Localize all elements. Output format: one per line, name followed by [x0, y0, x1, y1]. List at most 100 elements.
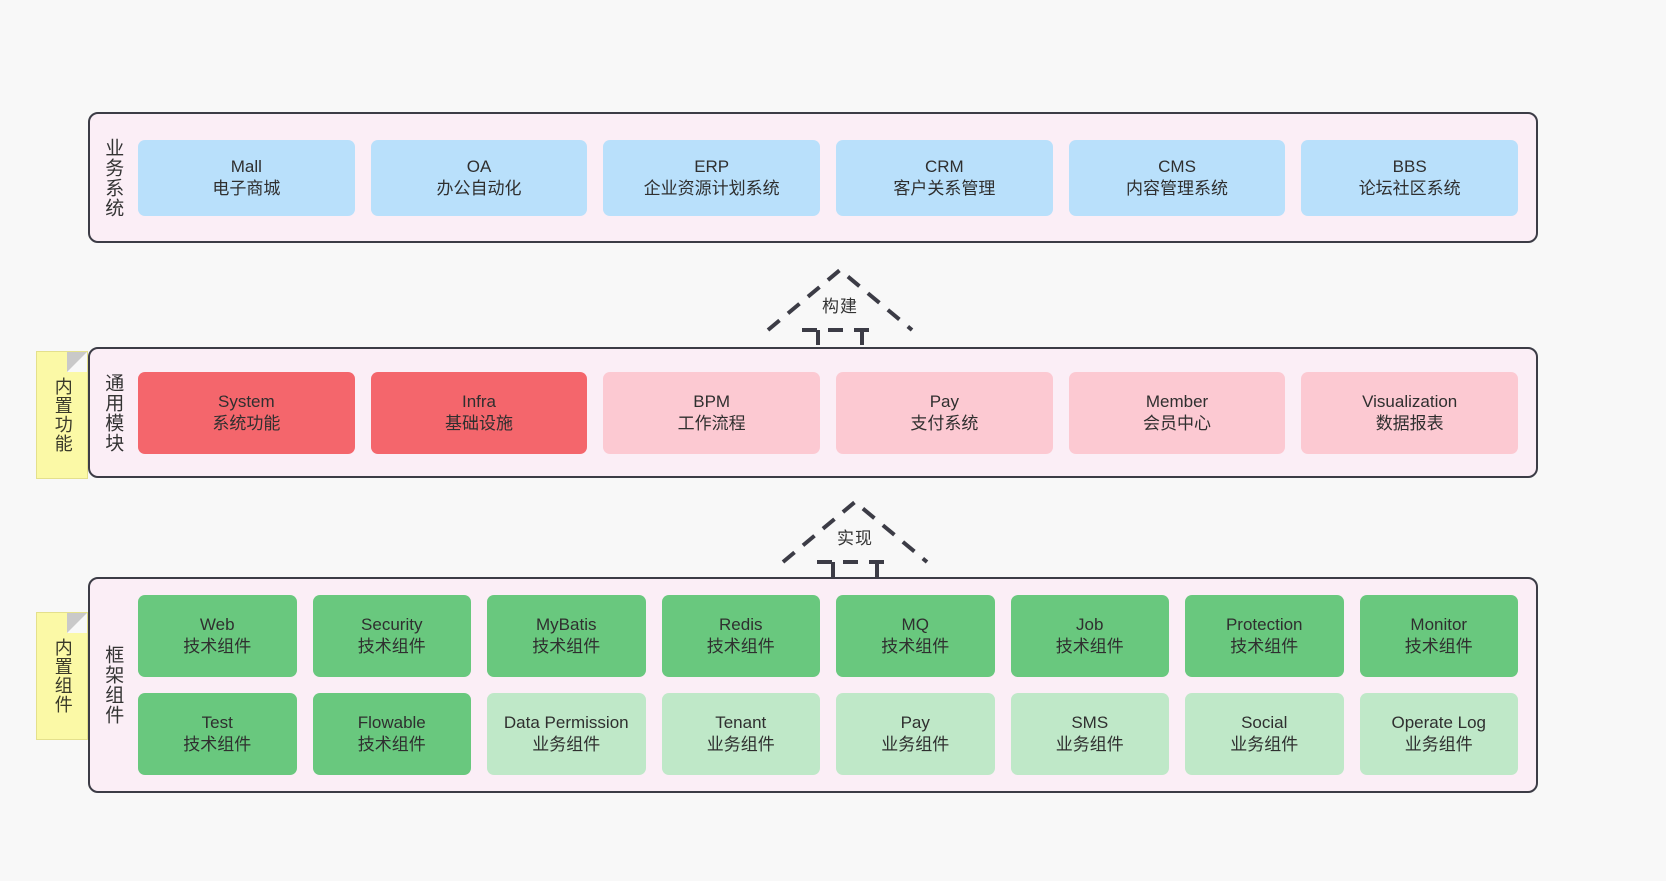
- card-desc: 技术组件: [532, 637, 601, 656]
- card-desc: 企业资源计划系统: [643, 178, 780, 198]
- card-name: Flowable: [357, 713, 426, 733]
- card-job[interactable]: Job 技术组件: [1010, 595, 1169, 677]
- card-operate-log[interactable]: Operate Log 业务组件: [1359, 693, 1518, 775]
- card-desc: 技术组件: [183, 637, 252, 656]
- card-name: Redis: [719, 615, 763, 635]
- card-desc: 技术组件: [881, 637, 950, 656]
- card-name: CRM: [924, 156, 964, 176]
- card-mq[interactable]: MQ 技术组件: [836, 595, 995, 677]
- layer-body-common-module: System 系统功能 Infra 基础设施 BPM 工作流程 Pay 支付系统…: [134, 349, 1536, 476]
- card-bpm[interactable]: BPM 工作流程: [603, 371, 821, 454]
- card-name: Mall: [230, 156, 262, 176]
- card-social[interactable]: Social 业务组件: [1185, 693, 1344, 775]
- card-desc: 支付系统: [910, 413, 979, 433]
- card-name: Tenant: [715, 713, 767, 733]
- note-builtin-function: 内置功能: [36, 351, 88, 479]
- card-name: BPM: [693, 391, 731, 411]
- card-name: SMS: [1071, 713, 1109, 733]
- card-name: ERP: [694, 156, 730, 176]
- card-row: Test 技术组件 Flowable 技术组件 Data Permission …: [138, 693, 1518, 775]
- card-desc: 论坛社区系统: [1358, 178, 1461, 198]
- card-desc: 工作流程: [677, 413, 746, 433]
- card-member[interactable]: Member 会员中心: [1068, 371, 1286, 454]
- card-name: Visualization: [1362, 391, 1458, 411]
- card-mybatis[interactable]: MyBatis 技术组件: [487, 595, 646, 677]
- note-text: 内置功能: [52, 377, 73, 453]
- card-row: System 系统功能 Infra 基础设施 BPM 工作流程 Pay 支付系统…: [138, 371, 1519, 454]
- card-name: BBS: [1392, 156, 1427, 176]
- card-desc: 系统功能: [212, 413, 281, 433]
- layer-title-common-module: 通用模块: [102, 372, 124, 453]
- card-row: Mall 电子商城 OA 办公自动化 ERP 企业资源计划系统 CRM 客户关系…: [138, 139, 1519, 216]
- card-name: Pay: [900, 713, 930, 733]
- card-name: Data Permission: [503, 713, 629, 733]
- card-cms[interactable]: CMS 内容管理系统: [1068, 139, 1286, 216]
- card-name: Pay: [929, 391, 959, 411]
- card-name: MQ: [901, 615, 929, 635]
- card-name: Operate Log: [1391, 713, 1486, 733]
- layer-title-business-system: 业务系统: [102, 137, 124, 218]
- card-visualization[interactable]: Visualization 数据报表: [1301, 371, 1519, 454]
- generalization-arrow-icon: [766, 267, 914, 354]
- card-system[interactable]: System 系统功能: [138, 371, 355, 454]
- card-oa[interactable]: OA 办公自动化: [370, 139, 588, 216]
- card-desc: 办公自动化: [436, 178, 522, 198]
- card-security[interactable]: Security 技术组件: [312, 595, 471, 677]
- card-name: Infra: [461, 391, 497, 411]
- card-desc: 会员中心: [1143, 413, 1212, 433]
- implement-connector: 实现: [775, 490, 935, 586]
- card-desc: 业务组件: [532, 735, 601, 754]
- card-pay-business[interactable]: Pay 业务组件: [836, 693, 995, 775]
- card-desc: 数据报表: [1375, 413, 1444, 433]
- note-text: 内置组件: [52, 638, 73, 714]
- layer-business-system: 业务系统 Mall 电子商城 OA 办公自动化 ERP 企业资源计划系统 CRM…: [88, 112, 1538, 243]
- card-monitor[interactable]: Monitor 技术组件: [1359, 595, 1518, 677]
- card-test[interactable]: Test 技术组件: [138, 693, 297, 775]
- card-desc: 技术组件: [1404, 637, 1473, 656]
- card-sms[interactable]: SMS 业务组件: [1010, 693, 1169, 775]
- layer-common-module: 通用模块 System 系统功能 Infra 基础设施 BPM 工作流程 Pay…: [88, 347, 1538, 478]
- card-row: Web 技术组件 Security 技术组件 MyBatis 技术组件 Redi…: [138, 595, 1518, 677]
- card-name: Test: [201, 713, 233, 733]
- card-name: Web: [199, 615, 235, 635]
- card-desc: 技术组件: [706, 637, 775, 656]
- note-builtin-component: 内置组件: [36, 612, 88, 740]
- card-desc: 业务组件: [1055, 735, 1124, 754]
- card-desc: 内容管理系统: [1126, 178, 1229, 198]
- layer-body-framework-component: Web 技术组件 Security 技术组件 MyBatis 技术组件 Redi…: [134, 579, 1536, 791]
- card-name: System: [217, 391, 275, 411]
- card-desc: 基础设施: [445, 413, 513, 433]
- card-data-permission[interactable]: Data Permission 业务组件: [487, 693, 646, 775]
- card-desc: 技术组件: [357, 637, 426, 656]
- card-desc: 业务组件: [881, 735, 950, 754]
- card-tenant[interactable]: Tenant 业务组件: [661, 693, 820, 775]
- card-crm[interactable]: CRM 客户关系管理: [836, 139, 1053, 216]
- card-name: Social: [1241, 713, 1288, 733]
- card-desc: 技术组件: [183, 735, 252, 754]
- card-redis[interactable]: Redis 技术组件: [661, 595, 820, 677]
- card-bbs[interactable]: BBS 论坛社区系统: [1301, 139, 1519, 216]
- card-protection[interactable]: Protection 技术组件: [1185, 595, 1344, 677]
- card-desc: 技术组件: [357, 735, 426, 754]
- build-connector: 构建: [760, 258, 920, 354]
- card-web[interactable]: Web 技术组件: [138, 595, 297, 677]
- layer-title-framework-component: 框架组件: [102, 645, 124, 725]
- card-desc: 电子商城: [212, 178, 281, 198]
- card-flowable[interactable]: Flowable 技术组件: [312, 693, 471, 775]
- card-name: Monitor: [1410, 615, 1468, 635]
- card-mall[interactable]: Mall 电子商城: [138, 139, 355, 216]
- card-infra[interactable]: Infra 基础设施: [370, 371, 588, 454]
- card-desc: 技术组件: [1055, 637, 1124, 656]
- card-name: MyBatis: [536, 615, 597, 635]
- card-pay[interactable]: Pay 支付系统: [836, 371, 1053, 454]
- card-name: CMS: [1158, 156, 1196, 176]
- card-desc: 客户关系管理: [893, 178, 996, 198]
- card-desc: 技术组件: [1230, 637, 1299, 656]
- card-desc: 业务组件: [1230, 735, 1299, 754]
- card-erp[interactable]: ERP 企业资源计划系统: [603, 139, 821, 216]
- card-name: Security: [361, 615, 423, 635]
- card-name: Member: [1145, 391, 1209, 411]
- card-name: Job: [1076, 615, 1104, 635]
- card-desc: 业务组件: [706, 735, 775, 754]
- card-desc: 业务组件: [1404, 735, 1473, 754]
